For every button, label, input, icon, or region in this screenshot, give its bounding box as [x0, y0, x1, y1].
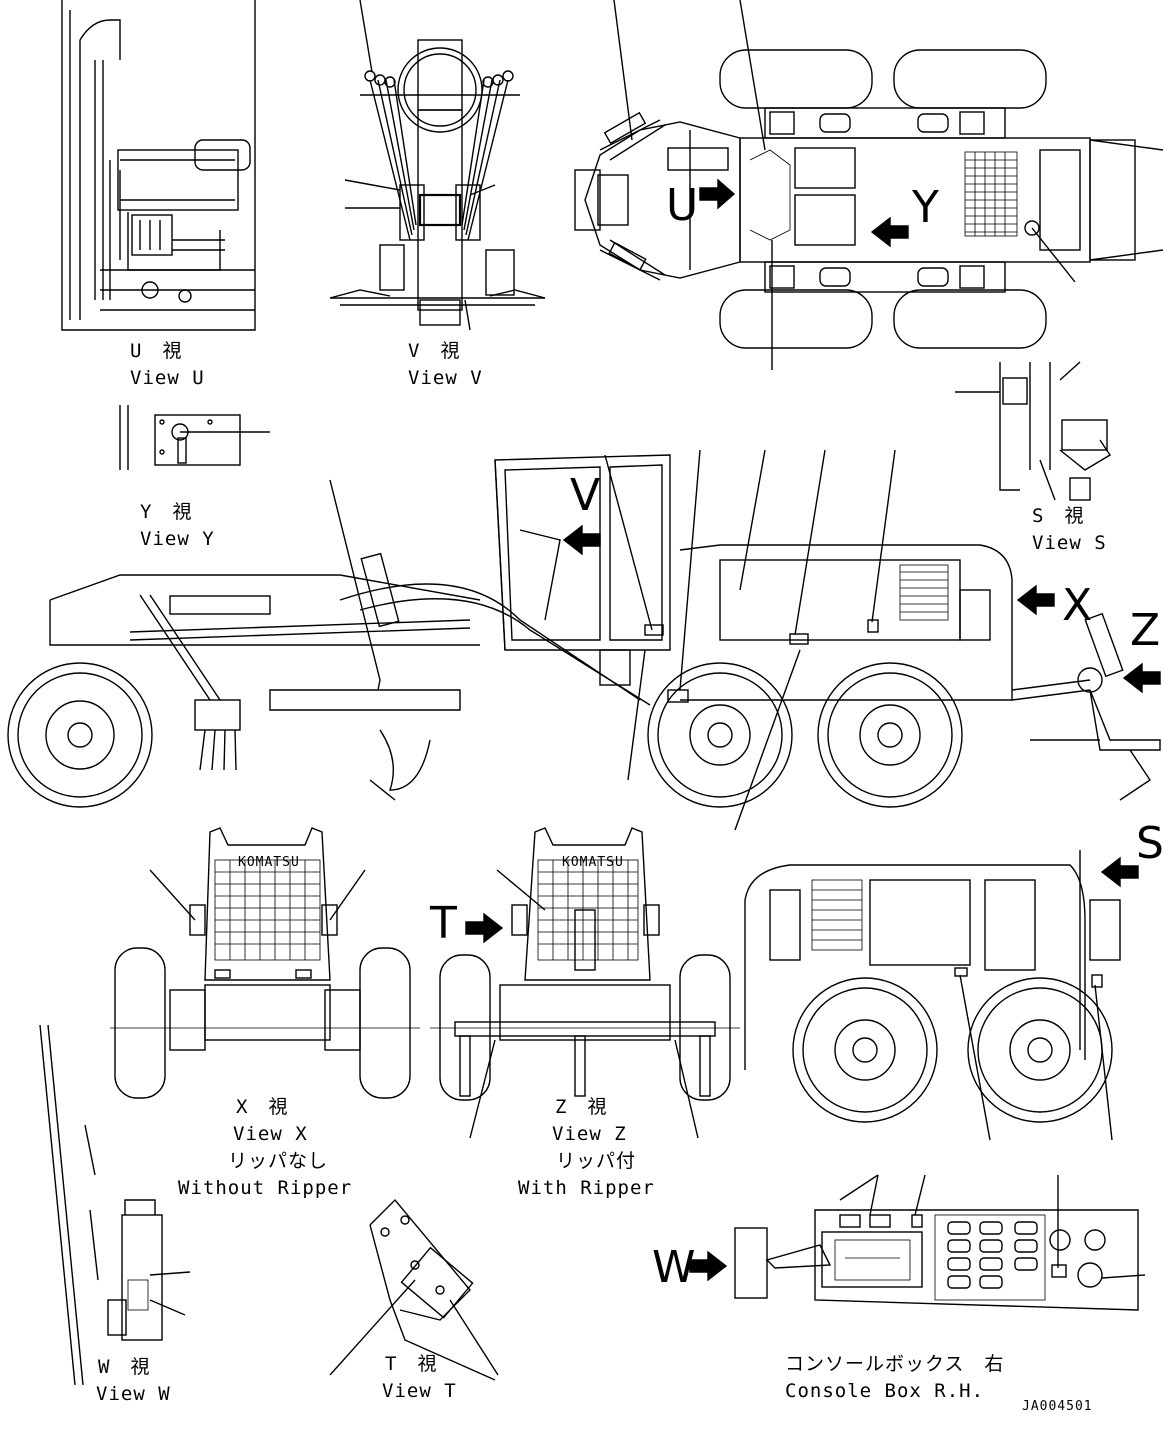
view-v-drawing [329, 0, 546, 331]
view-s-title-en: View S [1032, 532, 1107, 554]
view-x-title-jp: X 視 [236, 1096, 288, 1118]
view-w-drawing [39, 1024, 191, 1386]
view-s-drawing [955, 361, 1111, 501]
view-u-title-jp: U 視 [130, 340, 182, 362]
view-x-drawing [110, 827, 420, 1099]
arrow-t [465, 912, 504, 944]
view-t-drawing [329, 1198, 499, 1381]
marker-x: X [1062, 580, 1092, 631]
marker-y: Y [911, 182, 939, 233]
view-v-title-en: View V [408, 367, 483, 389]
top-plan-view [574, 0, 1163, 370]
marker-u: U [666, 180, 698, 231]
view-v-title-jp: V 視 [408, 340, 460, 362]
arrow-w [689, 1250, 728, 1282]
view-z-title-en: View Z [552, 1123, 627, 1145]
arrow-z [1122, 662, 1161, 694]
view-y-title-jp: Y 視 [140, 501, 192, 523]
view-z-drawing [430, 827, 740, 1139]
console-box-title-jp: コンソールボックス 右 [785, 1353, 1004, 1375]
view-w-title-jp: W 視 [98, 1356, 150, 1378]
view-z-note-jp: リッパ付 [556, 1150, 636, 1172]
view-x-title-en: View X [233, 1123, 308, 1145]
view-z-title-jp: Z 視 [555, 1096, 607, 1118]
view-t-title-jp: T 視 [385, 1353, 437, 1375]
logo-view-z: KOMATSU [562, 855, 624, 870]
view-y-drawing [119, 405, 270, 470]
engine-grille-top [964, 151, 1018, 237]
marker-v: V [570, 470, 600, 521]
arrow-s [1100, 856, 1139, 888]
arrow-u [699, 178, 736, 210]
arrow-y [870, 216, 909, 248]
right-side-partial-view [744, 850, 1121, 1141]
view-t-title-en: View T [382, 1380, 457, 1402]
arrow-x [1016, 584, 1055, 616]
view-y-title-en: View Y [140, 528, 215, 550]
view-x-note-jp: リッパなし [228, 1150, 328, 1172]
marker-w: W [652, 1242, 696, 1293]
console-box-drawing [734, 1174, 1146, 1311]
view-u-drawing [61, 0, 256, 331]
logo-view-x: KOMATSU [238, 855, 300, 870]
view-w-title-en: View W [96, 1383, 171, 1405]
view-u-title-en: View U [130, 367, 205, 389]
view-s-title-jp: S 視 [1032, 505, 1084, 527]
view-z-note-en: With Ripper [518, 1177, 655, 1199]
marker-s: S [1136, 818, 1163, 869]
side-elevation [7, 449, 1161, 831]
console-box-title-en: Console Box R.H. [785, 1380, 984, 1402]
marker-t: T [429, 898, 457, 949]
drawing-code: JA004501 [1022, 1399, 1093, 1414]
view-x-note-en: Without Ripper [178, 1177, 352, 1199]
arrow-v [562, 524, 601, 556]
marker-z: Z [1130, 605, 1160, 656]
